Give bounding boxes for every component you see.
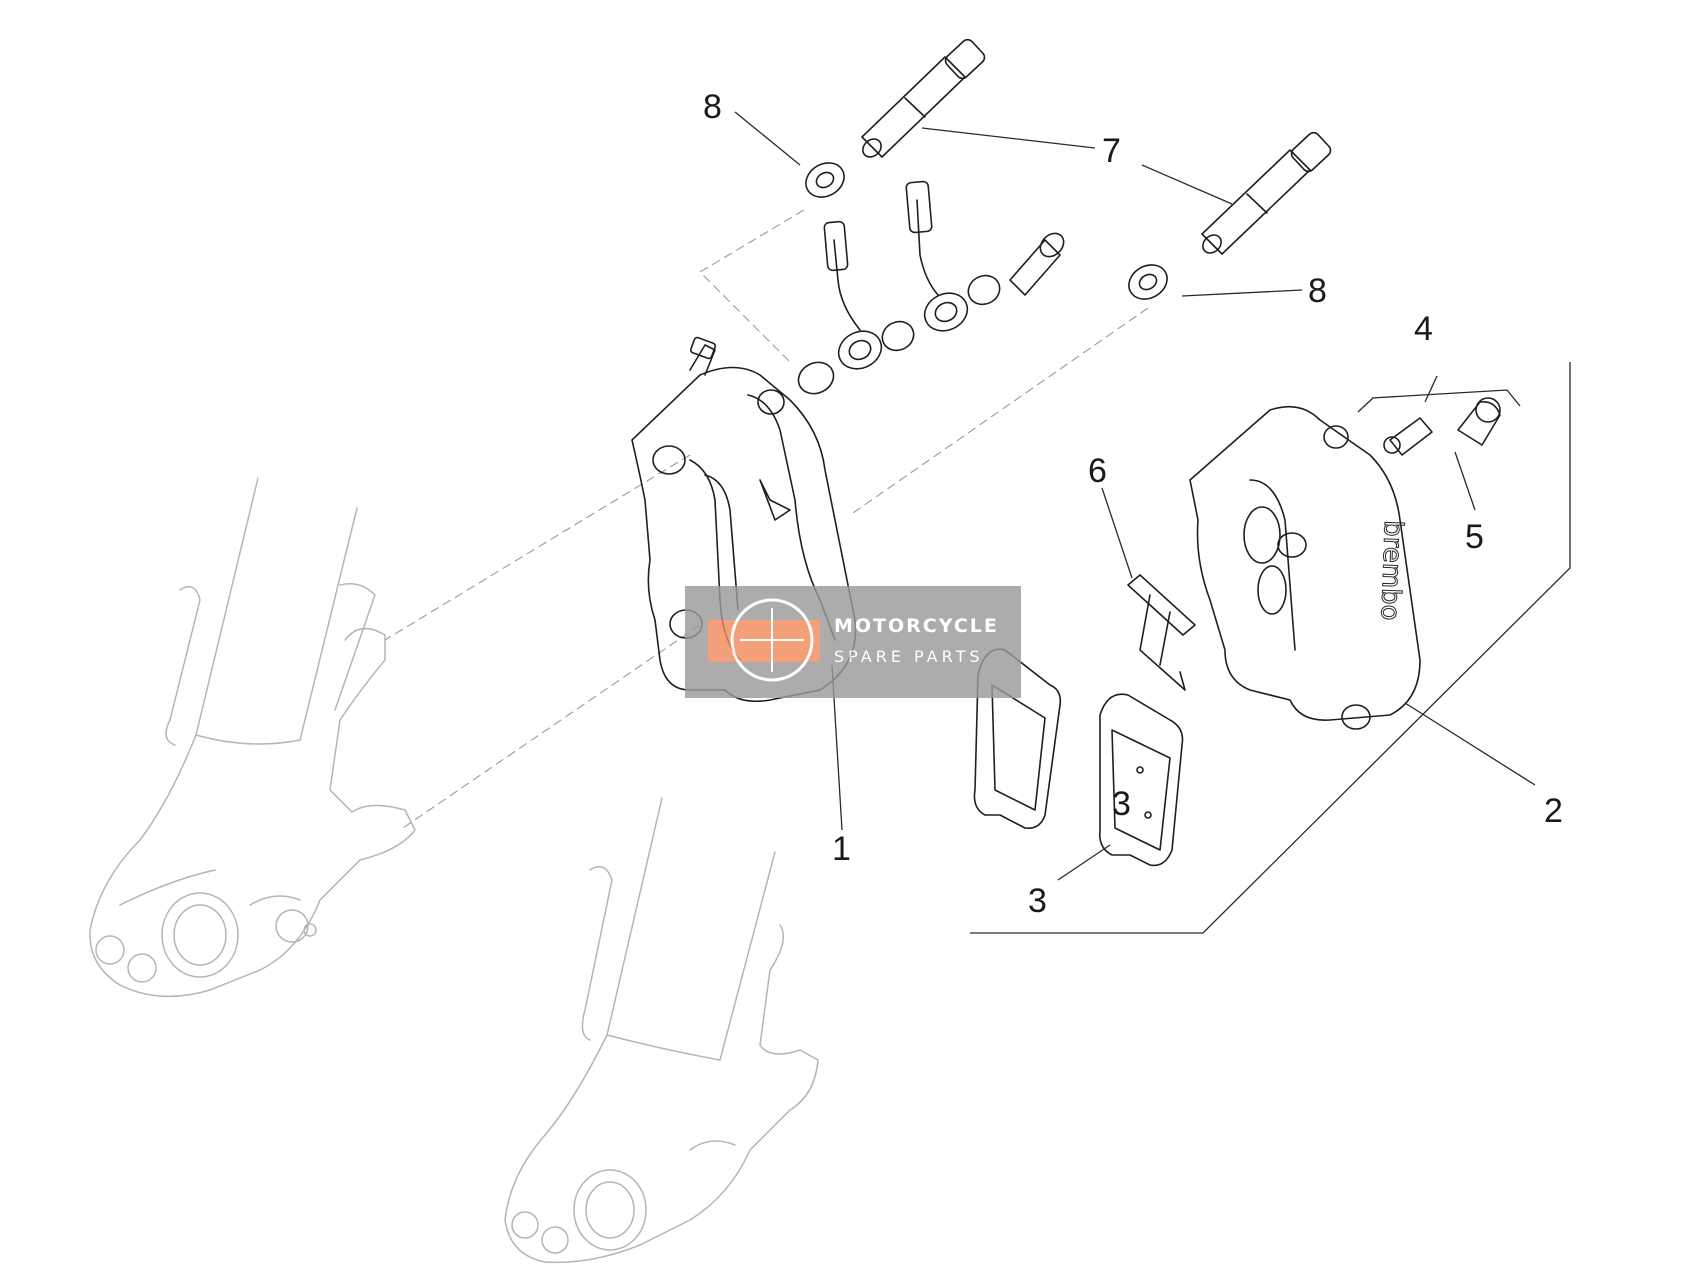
callout-7: 7 bbox=[1102, 132, 1121, 170]
alignment-lines bbox=[384, 209, 1149, 831]
bolt-lower bbox=[1201, 131, 1332, 255]
callout-1: 1 bbox=[832, 830, 851, 868]
callout-labels: 8 7 8 4 6 5 2 1 3 3 bbox=[703, 88, 1563, 920]
fork-leg-right-ghost bbox=[504, 797, 819, 1264]
callout-2: 2 bbox=[1544, 792, 1563, 830]
pad-spring-clip bbox=[1127, 574, 1196, 691]
bolt-upper bbox=[861, 38, 986, 158]
watermark-line2: SPARE PARTS bbox=[834, 647, 984, 666]
callout-3: 3 bbox=[1028, 882, 1047, 920]
washer-lower bbox=[1128, 264, 1168, 300]
bleeder-cap bbox=[1457, 397, 1501, 446]
callout-3-on-pad: 3 bbox=[1112, 785, 1131, 823]
watermark-line1: MOTORCYCLE bbox=[834, 615, 999, 637]
washer-upper bbox=[805, 162, 845, 198]
callout-4: 4 bbox=[1414, 310, 1433, 348]
fork-leg-left-ghost bbox=[89, 477, 416, 998]
callout-6: 6 bbox=[1088, 452, 1107, 490]
caliper-brand-text: brembo bbox=[1375, 520, 1408, 621]
watermark: MOTORCYCLE SPARE PARTS bbox=[685, 586, 1021, 698]
brake-pad-rear bbox=[1098, 693, 1184, 867]
callout-8-upper: 8 bbox=[703, 88, 722, 126]
banjo-fittings bbox=[797, 180, 1065, 395]
bleeder-valve bbox=[1383, 417, 1433, 456]
callout-8-lower: 8 bbox=[1308, 272, 1327, 310]
leader-lines bbox=[734, 111, 1571, 934]
watermark-logo bbox=[708, 598, 820, 682]
caliper-right: brembo bbox=[1189, 405, 1421, 730]
callout-5: 5 bbox=[1465, 518, 1484, 556]
